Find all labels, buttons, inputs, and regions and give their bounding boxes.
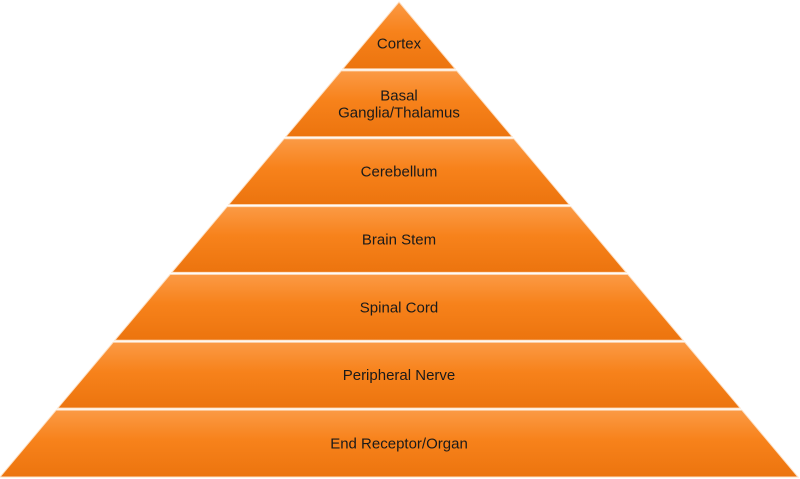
tier-label-cerebellum: Cerebellum (361, 164, 438, 181)
tier-cerebellum (227, 138, 571, 206)
tier-cortex (341, 1, 457, 70)
tier-basal-ganglia-thalamus (284, 70, 514, 138)
tier-label-spinal-cord: Spinal Cord (360, 299, 438, 316)
tier-label-cortex: Cortex (377, 35, 422, 52)
tier-end-receptor-organ (0, 409, 800, 478)
tier-spinal-cord (113, 273, 685, 341)
tier-label-peripheral-nerve: Peripheral Nerve (343, 367, 456, 384)
tier-brain-stem (170, 206, 628, 273)
tier-label-end-receptor-organ: End Receptor/Organ (330, 436, 468, 453)
tier-peripheral-nerve (56, 341, 742, 409)
tier-label-brain-stem: Brain Stem (362, 232, 436, 249)
